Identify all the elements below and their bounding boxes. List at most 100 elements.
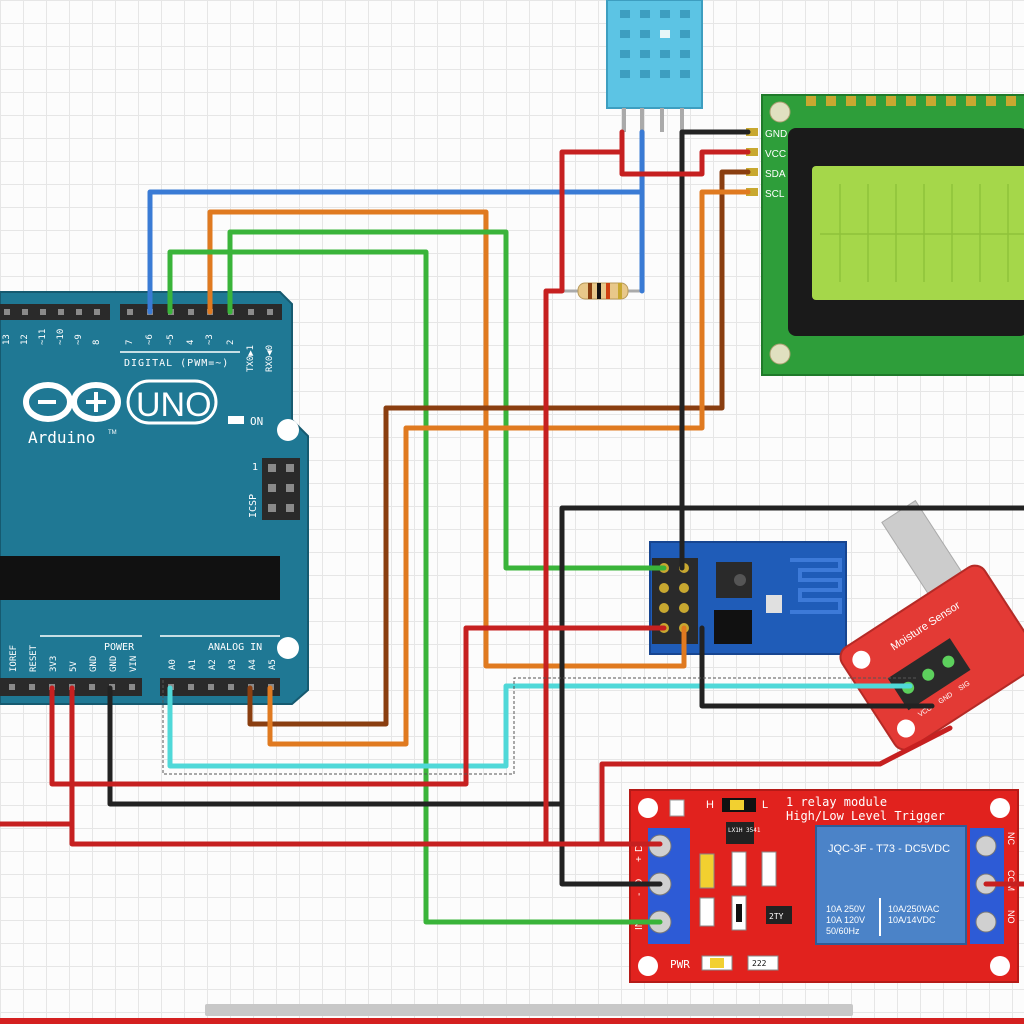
wire-selection-outline (162, 677, 918, 775)
arduino-uno-board[interactable]: 13 12 ~11 ~10 ~9 8 7 ~6 ~5 4 ~3 2 TX0▶1 … (0, 291, 309, 705)
pin-label-2: 2 (226, 340, 236, 345)
wire-green-d2[interactable] (227, 229, 667, 571)
wire-black-gnd-bus[interactable] (107, 505, 1024, 887)
relay-pin-nc: NC (1006, 832, 1016, 845)
pin-label-gnd-1: GND (89, 656, 99, 672)
atmega-chip (0, 556, 280, 600)
relay-pin-d: D (634, 845, 645, 852)
relay-coil-box (815, 825, 967, 945)
relay-pin-plus: + (634, 856, 645, 862)
wire-red-vcc-lcd[interactable] (619, 129, 751, 177)
relay-led (699, 853, 715, 889)
pin-label-11: ~11 (38, 329, 48, 345)
wire-brown-a4-sda[interactable] (247, 169, 751, 727)
pwr-led (710, 958, 724, 968)
relay-chip-label: LX1H 3541 (728, 827, 761, 834)
digital-label: DIGITAL (PWM=~) (124, 358, 229, 369)
lcd-screen (812, 166, 1024, 300)
mounting-hole (277, 419, 299, 441)
on-led (228, 416, 244, 424)
wire-cyan-a0-moisture[interactable] (167, 683, 913, 769)
esp01-wifi-module[interactable] (649, 541, 847, 655)
wire-green-d5[interactable] (167, 249, 663, 925)
pin-label-a0: A0 (168, 659, 178, 670)
analog-header (160, 678, 280, 696)
analog-label: ANALOG IN (208, 642, 262, 653)
pin-label-gnd-2: GND (109, 656, 119, 672)
relay-pin-in: IN (634, 920, 645, 930)
pwr-resistor-label: 222 (752, 959, 767, 968)
esp-flash-chip (714, 610, 752, 644)
pin-label-a5: A5 (268, 659, 278, 670)
mounting-hole (277, 637, 299, 659)
icsp-label: ICSP (248, 494, 259, 518)
pin-label-5: ~5 (166, 334, 176, 345)
icsp-header (262, 458, 300, 520)
pin-label-5v: 5V (69, 661, 79, 672)
wire-red-5v[interactable] (69, 685, 549, 847)
relay-pin-com: COM (1006, 870, 1016, 891)
rating-right-2: 10A/14VDC (888, 915, 936, 925)
lcd-i2c-display[interactable]: GND VCC SDA SCL (746, 94, 1024, 376)
pin-label-13: 13 (2, 334, 12, 345)
trigger-jumper[interactable] (730, 800, 744, 810)
rating-left-3: 50/60Hz (826, 926, 860, 936)
icsp-pin1-label: 1 (252, 462, 258, 473)
pin-label-7: 7 (125, 340, 135, 345)
pin-label-8: 8 (92, 340, 102, 345)
pin-label-3: ~3 (205, 334, 215, 345)
relay-title-1: 1 relay module (786, 795, 887, 809)
relay-pin-minus: - (634, 893, 645, 896)
wire-red-dht[interactable] (543, 149, 663, 847)
rating-left-2: 10A 120V (826, 915, 865, 925)
pin-label-a3: A3 (228, 659, 238, 670)
rating-left-1: 10A 250V (826, 904, 865, 914)
lcd-pin-sda: SDA (765, 169, 786, 180)
arduino-logo (23, 379, 218, 425)
wire-red-moisture-vcc[interactable] (599, 725, 953, 847)
relay-title-2: High/Low Level Trigger (786, 809, 945, 823)
pin-label-vin: VIN (129, 656, 139, 672)
pin-label-3v3: 3V3 (49, 656, 59, 672)
wire-black-gnd-lcd[interactable] (679, 129, 751, 571)
wire-blue-dht-data[interactable] (147, 129, 645, 315)
wire-red-3v3[interactable] (0, 625, 667, 827)
digital-header-right (120, 304, 282, 320)
relay-module[interactable]: 1 relay module High/Low Level Trigger H … (629, 789, 1019, 983)
pin-label-4: 4 (186, 340, 196, 345)
pin-label-12: 12 (20, 334, 30, 345)
pin-label-a1: A1 (188, 659, 198, 670)
pin-label-reset: RESET (29, 644, 39, 672)
pin-label-tx: TX0▶1 (246, 345, 256, 372)
wire-black-gnd-moisture[interactable] (699, 625, 935, 709)
dht-sensor[interactable] (606, 0, 703, 132)
jumper-h-label: H (706, 799, 714, 811)
uno-label: UNO (136, 386, 212, 424)
lcd-pin-gnd: GND (765, 129, 787, 140)
wire-orange-d3[interactable] (207, 209, 687, 669)
bottom-accent-bar (0, 1018, 1024, 1024)
pin-label-9: ~9 (74, 334, 84, 345)
pin-label-6: ~6 (145, 334, 155, 345)
resistor[interactable] (560, 282, 640, 300)
esp-antenna (790, 558, 842, 614)
rating-right-1: 10A/250VAC (888, 904, 940, 914)
digital-header-left (0, 304, 110, 320)
arduino-tm: TM (108, 430, 117, 436)
relay-model: JQC-3F - T73 - DC5VDC (828, 843, 950, 855)
pin-label-10: ~10 (56, 329, 66, 345)
pin-label-ioref: IOREF (9, 645, 19, 672)
relay-pin-no: NO (1006, 910, 1016, 924)
arduino-brand: Arduino (28, 428, 95, 447)
lcd-pin-vcc: VCC (765, 149, 786, 160)
wire-orange-a5-scl[interactable] (267, 189, 751, 747)
lcd-pin-scl: SCL (765, 189, 785, 200)
power-label: POWER (104, 642, 135, 653)
pin-label-a4: A4 (248, 659, 258, 670)
pin-label-a2: A2 (208, 659, 218, 670)
on-label: ON (250, 415, 263, 428)
transistor-label: 2TY (769, 912, 784, 921)
horizontal-scrollbar[interactable] (205, 1004, 853, 1016)
jumper-l-label: L (762, 799, 768, 811)
